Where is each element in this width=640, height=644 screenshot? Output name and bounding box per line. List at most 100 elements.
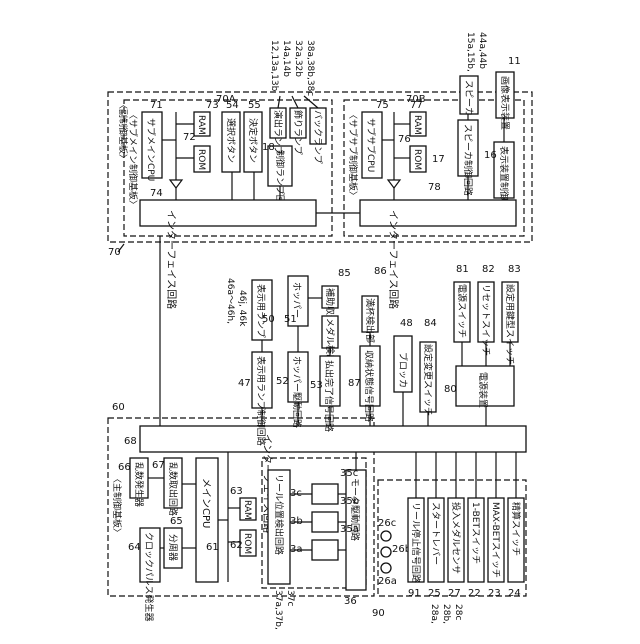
- ref-60: 60: [112, 402, 125, 413]
- ref-61: 61: [206, 542, 219, 553]
- main-board-title: 〈主制御基板〉: [111, 474, 123, 537]
- image-display-label: 画像表示装置: [499, 76, 511, 130]
- ref-63: 63: [230, 486, 243, 497]
- sub-main-board-title: 〈サブメイン制御基板〉: [127, 110, 139, 209]
- ref-47: 47: [238, 378, 251, 389]
- power-switch-label: 電源スイッチ: [456, 284, 467, 338]
- ref-28c: 28c: [453, 604, 463, 620]
- sub-sub-board-title: 〈サブサブ制御基板〉: [347, 110, 359, 200]
- stop-button-26b: [381, 547, 391, 557]
- ref-36: 36: [344, 596, 357, 607]
- main-rom-label: ROM: [242, 533, 252, 554]
- ref-23: 23: [488, 588, 501, 599]
- ref-75: 75: [376, 100, 389, 111]
- ref-84: 84: [424, 318, 437, 329]
- sub-sub-ram-label: RAM: [412, 115, 422, 135]
- ref-17: 17: [432, 154, 445, 165]
- stop-button-26c: [381, 531, 391, 541]
- ref-71: 71: [150, 100, 163, 111]
- display-lamp-control-label: 表示用ランプ制御回路: [255, 356, 267, 446]
- reel-3b-motor: [312, 512, 338, 532]
- reel-3c-motor: [312, 484, 338, 504]
- ref-11: 11: [508, 56, 521, 67]
- ref-65: 65: [170, 516, 183, 527]
- ref-16: 16: [484, 150, 497, 161]
- divider-label: 分周器: [167, 534, 178, 561]
- hopper-drive-label: ホッパー駆動回路: [291, 356, 303, 428]
- ref-72: 72: [183, 132, 196, 143]
- start-lever-label: スタートレバー: [430, 502, 441, 565]
- ref-35b: 35b: [340, 496, 359, 507]
- sub-sub-rom-label: ROM: [412, 149, 422, 170]
- ref-48: 48: [400, 318, 413, 329]
- ref-78: 78: [428, 182, 441, 193]
- ref-76: 76: [398, 134, 411, 145]
- ref-12-13: 12,13a,13b: [269, 40, 279, 92]
- ref-73: 73: [206, 100, 219, 111]
- sub-main-rom-label: ROM: [196, 149, 206, 170]
- reel-stop-signal-label: リール停止信号回路: [410, 502, 422, 583]
- bet1-switch-label: 1-BETスイッチ: [470, 502, 481, 564]
- ref-54: 54: [226, 100, 239, 111]
- ref-53: 53: [310, 380, 323, 391]
- medal-sensor-label: 投入メダルセンサ: [450, 502, 462, 574]
- effect-lamp-label: 演出ランプ: [272, 110, 284, 155]
- hopper-label: ホッパー: [291, 282, 302, 318]
- ref-51: 51: [284, 314, 297, 325]
- reel-position-label: リール位置検出回路: [273, 474, 285, 555]
- sub-sub-interface-box: [360, 200, 516, 226]
- ref-81: 81: [456, 264, 469, 275]
- ref-28b: 28b,: [441, 604, 451, 624]
- ref-50: 50: [262, 314, 275, 325]
- ref-28a: 28a,: [429, 604, 439, 624]
- random-sampling-label: 乱数取出回路: [167, 462, 179, 516]
- ref-26c: 26c: [378, 518, 396, 529]
- ref-38: 38a,38b,38c: [305, 40, 315, 96]
- sub-sub-interface-label: インターフェイス回路: [387, 210, 400, 309]
- ref-52: 52: [276, 376, 289, 387]
- ref-90: 90: [372, 608, 385, 619]
- sub-main-cpu-label: サブメインCPU: [145, 118, 157, 181]
- ref-22: 22: [468, 588, 481, 599]
- blocker-label: ブロッカ: [397, 352, 409, 388]
- ref-46a: 46a～46h,: [225, 278, 235, 324]
- ref-37a: 37a,37b,: [273, 590, 283, 630]
- ref-46j: 46j, 46k: [237, 290, 247, 327]
- decor-lamp-label: 飾りランプ: [292, 110, 304, 155]
- ref-86: 86: [374, 266, 387, 277]
- payout-signal-label: 払出完了信号回路: [323, 360, 335, 432]
- ref-64: 64: [128, 542, 141, 553]
- ref-74: 74: [150, 188, 163, 199]
- select-button-label: 選択ボタン: [225, 118, 237, 163]
- ref-77: 77: [410, 100, 423, 111]
- storage-signal-label: 収納状態信号回路: [363, 350, 375, 422]
- ref-35a: 35a: [340, 524, 359, 535]
- ref-25: 25: [428, 588, 441, 599]
- ref-80: 80: [444, 384, 457, 395]
- ref-32: 32a,32b: [293, 40, 303, 77]
- sub-main-ram-label: RAM: [196, 115, 206, 135]
- ref-68: 68: [124, 436, 137, 447]
- back-lamp-label: バックランプ: [312, 110, 323, 164]
- main-ram-label: RAM: [242, 500, 252, 520]
- ref-44: 44a,44b: [477, 32, 487, 69]
- sub-sub-cpu-label: サブサブCPU: [365, 118, 377, 172]
- setting-switch-label: 設定変更スイッチ: [422, 344, 434, 416]
- clock-pulse-label: クロックパルス発生器: [143, 532, 155, 622]
- random-gen-label: 乱数発生器: [133, 462, 145, 507]
- ref-83: 83: [508, 264, 521, 275]
- ref-37c: 37c: [285, 590, 295, 606]
- ref-87: 87: [348, 378, 361, 389]
- speaker-label: スピーカ: [463, 80, 474, 116]
- ref-85: 85: [338, 268, 351, 279]
- sub-main-interface-label: インターフェイス回路: [165, 210, 178, 309]
- ref-67: 67: [152, 460, 165, 471]
- ref-14: 14a,14b: [281, 40, 291, 77]
- maxbet-switch-label: MAX-BETスイッチ: [490, 502, 501, 578]
- ref-66: 66: [118, 462, 131, 473]
- ref-55: 55: [248, 100, 261, 111]
- main-cpu-label: メインCPU: [200, 478, 211, 528]
- ref-70: 70: [108, 247, 121, 258]
